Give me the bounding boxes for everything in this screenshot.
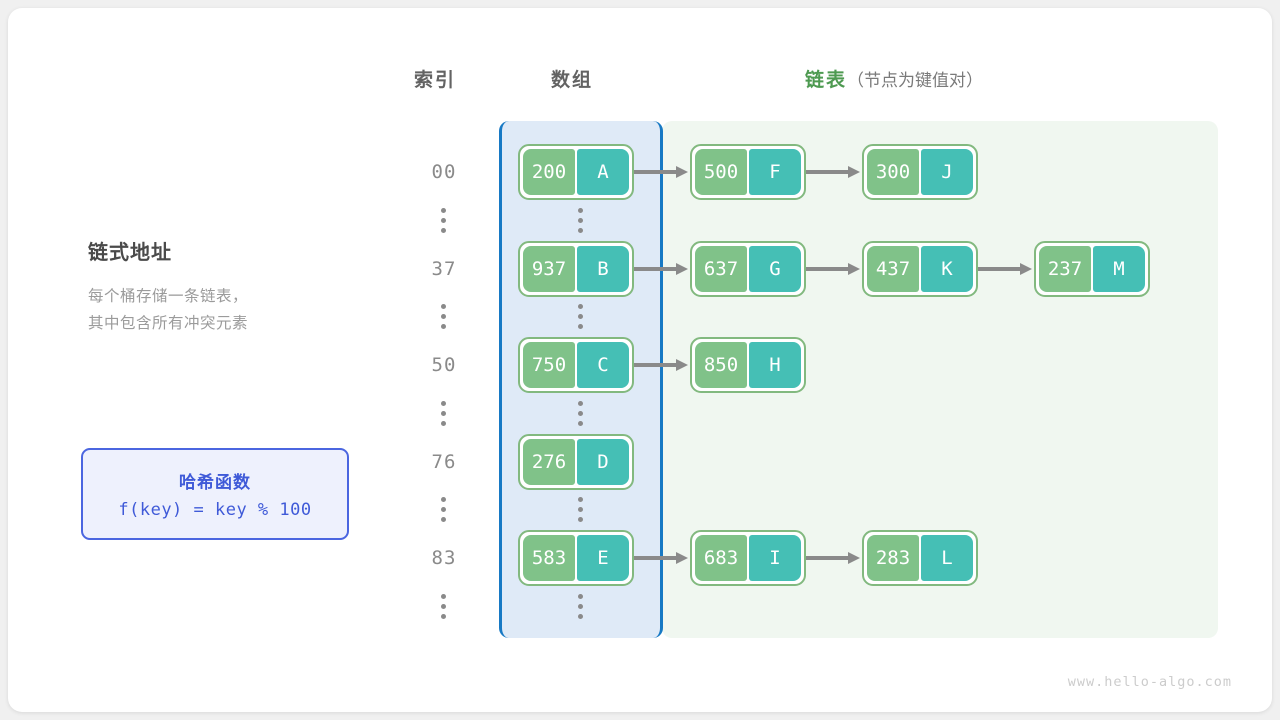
next-pointer-arrow-icon (806, 552, 862, 564)
pair-value: C (577, 342, 629, 388)
pair-key: 200 (523, 149, 575, 195)
column-header-linkedlist-note: （节点为键值对） (847, 71, 984, 90)
description-panel: 链式地址 每个桶存储一条链表， 其中包含所有冲突元素 (88, 236, 388, 337)
index-ellipsis-icon (441, 497, 446, 522)
column-header-array: 数组 (551, 70, 594, 91)
array-ellipsis-icon (578, 208, 583, 233)
next-pointer-arrow-icon (634, 263, 690, 275)
index-ellipsis-icon (441, 304, 446, 329)
diagram-card: 索引 数组 链表（节点为键值对） 链式地址 每个桶存储一条链表， 其中包含所有冲… (8, 8, 1272, 712)
index-ellipsis-icon (441, 594, 446, 619)
pair-value: G (749, 246, 801, 292)
pair-key: 283 (867, 535, 919, 581)
next-pointer-arrow-icon (806, 166, 862, 178)
pair-value: E (577, 535, 629, 581)
array-ellipsis-icon (578, 497, 583, 522)
array-ellipsis-icon (578, 304, 583, 329)
row-index-label: 00 (431, 161, 457, 183)
pair-key: 237 (1039, 246, 1091, 292)
pair-key: 937 (523, 246, 575, 292)
pair-key: 276 (523, 439, 575, 485)
index-ellipsis-icon (441, 208, 446, 233)
column-header-linkedlist-main: 链表 (805, 70, 848, 91)
next-pointer-arrow-icon (634, 166, 690, 178)
pair-key: 637 (695, 246, 747, 292)
row-index-label: 37 (431, 258, 457, 280)
array-ellipsis-icon (578, 401, 583, 426)
watermark: www.hello-algo.com (1067, 674, 1232, 690)
column-header-linkedlist: 链表（节点为键值对） (805, 65, 983, 92)
pair-value: F (749, 149, 801, 195)
next-pointer-arrow-icon (634, 552, 690, 564)
description-title: 链式地址 (88, 242, 172, 264)
pair-value: J (921, 149, 973, 195)
pair-key: 750 (523, 342, 575, 388)
array-ellipsis-icon (578, 594, 583, 619)
pair-key: 437 (867, 246, 919, 292)
description-line-1: 每个桶存储一条链表， (88, 288, 249, 305)
description-line-2: 其中包含所有冲突元素 (88, 315, 249, 332)
pair-key: 850 (695, 342, 747, 388)
pair-value: B (577, 246, 629, 292)
pair-key: 683 (695, 535, 747, 581)
next-pointer-arrow-icon (634, 359, 690, 371)
index-ellipsis-icon (441, 401, 446, 426)
row-index-label: 76 (431, 451, 457, 473)
pair-value: D (577, 439, 629, 485)
pair-value: L (921, 535, 973, 581)
hash-function-box: 哈希函数 f(key) = key % 100 (81, 448, 349, 540)
pair-value: H (749, 342, 801, 388)
pair-key: 500 (695, 149, 747, 195)
next-pointer-arrow-icon (978, 263, 1034, 275)
description-body: 每个桶存储一条链表， 其中包含所有冲突元素 (88, 283, 388, 337)
row-index-label: 50 (431, 354, 457, 376)
hash-function-title: 哈希函数 (179, 473, 251, 492)
pair-key: 583 (523, 535, 575, 581)
pair-value: M (1093, 246, 1145, 292)
pair-value: K (921, 246, 973, 292)
next-pointer-arrow-icon (806, 263, 862, 275)
pair-value: A (577, 149, 629, 195)
row-index-label: 83 (431, 547, 457, 569)
pair-key: 300 (867, 149, 919, 195)
hash-function-formula: f(key) = key % 100 (118, 500, 312, 520)
pair-value: I (749, 535, 801, 581)
column-header-index: 索引 (414, 70, 457, 91)
